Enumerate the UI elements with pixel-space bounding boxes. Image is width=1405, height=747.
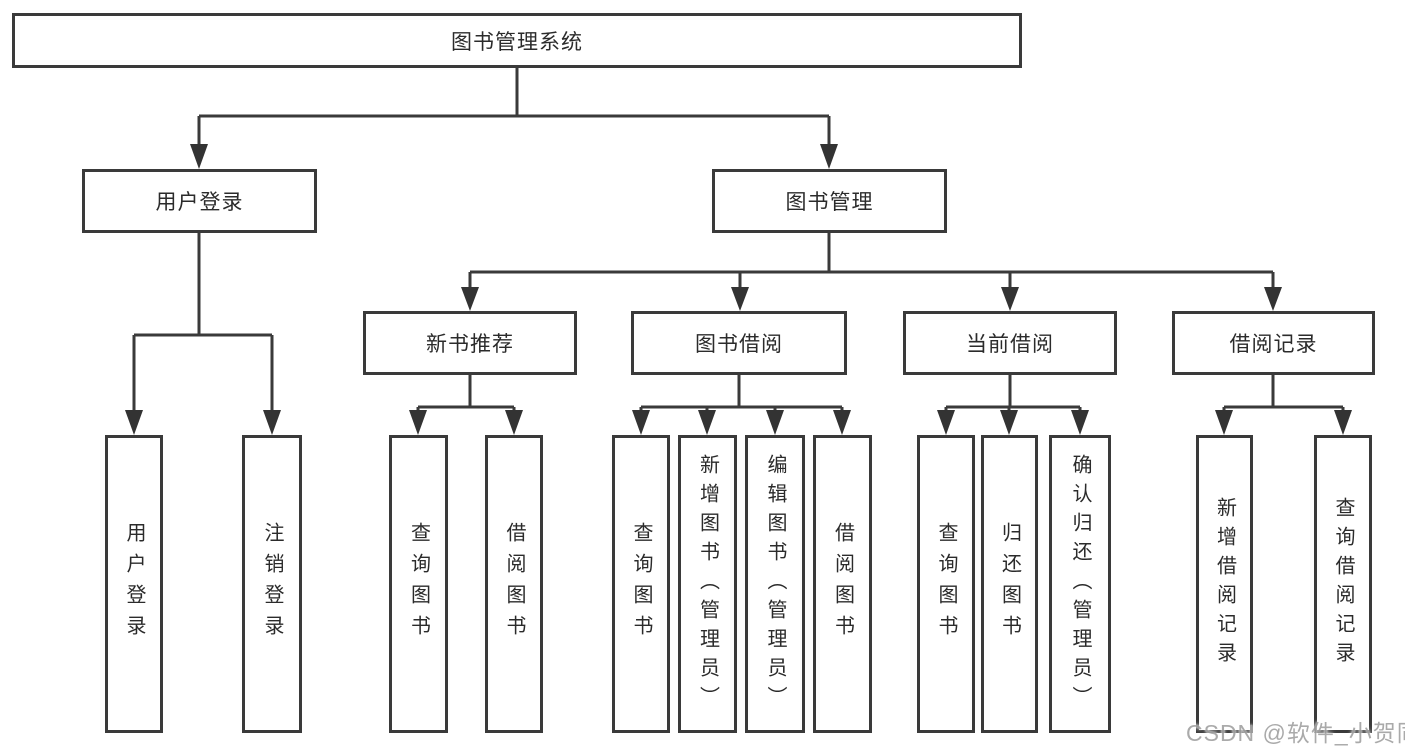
leaf-label: 归还图书 bbox=[998, 522, 1021, 646]
arrow-down-icon bbox=[190, 144, 208, 169]
leaf-return-books: 归还图书 bbox=[981, 435, 1038, 733]
arrow-down-icon bbox=[1264, 287, 1282, 311]
leaf-label: 查询借阅记录 bbox=[1332, 497, 1354, 671]
leaf-label: 借阅图书 bbox=[831, 522, 854, 646]
arrow-down-icon bbox=[937, 410, 955, 435]
leaf-logout: 注销登录 bbox=[242, 435, 302, 733]
arrow-down-icon bbox=[1000, 410, 1018, 435]
leaf-label: 查询图书 bbox=[935, 522, 957, 646]
arrowheads bbox=[125, 144, 1352, 435]
leaf-label: 注销登录 bbox=[261, 522, 283, 646]
node-label: 图书管理系统 bbox=[451, 30, 583, 54]
node-user-login: 用户登录 bbox=[82, 169, 317, 233]
arrow-down-icon bbox=[505, 410, 523, 435]
leaf-query-books-current: 查询图书 bbox=[917, 435, 975, 733]
arrow-down-icon bbox=[409, 410, 427, 435]
leaf-label: 用户登录 bbox=[123, 522, 145, 646]
arrow-down-icon bbox=[820, 144, 838, 169]
node-current-borrow: 当前借阅 bbox=[903, 311, 1117, 375]
arrow-down-icon bbox=[1334, 410, 1352, 435]
leaf-query-borrow-record: 查询借阅记录 bbox=[1314, 435, 1372, 733]
node-book-management: 图书管理 bbox=[712, 169, 947, 233]
leaf-confirm-return-admin: 确认归还（管理员） bbox=[1049, 435, 1111, 733]
leaf-add-borrow-record: 新增借阅记录 bbox=[1196, 435, 1253, 733]
leaf-add-books-admin: 新增图书（管理员） bbox=[678, 435, 737, 733]
node-label: 借阅记录 bbox=[1229, 333, 1318, 356]
node-label: 新书推荐 bbox=[426, 333, 514, 356]
arrow-down-icon bbox=[833, 410, 851, 435]
leaf-label: 确认归还（管理员） bbox=[1069, 453, 1091, 715]
arrow-down-icon bbox=[125, 410, 143, 435]
leaf-user-login: 用户登录 bbox=[105, 435, 163, 733]
arrow-down-icon bbox=[1071, 410, 1089, 435]
leaf-edit-books-admin: 编辑图书（管理员） bbox=[745, 435, 805, 733]
leaf-label: 查询图书 bbox=[407, 522, 430, 646]
node-label: 用户登录 bbox=[155, 191, 244, 214]
arrow-down-icon bbox=[632, 410, 650, 435]
arrow-down-icon bbox=[1001, 287, 1019, 311]
leaf-label: 借阅图书 bbox=[503, 522, 525, 646]
node-label: 当前借阅 bbox=[966, 333, 1054, 356]
arrow-down-icon bbox=[698, 410, 716, 435]
arrow-down-icon bbox=[1215, 410, 1233, 435]
arrow-down-icon bbox=[766, 410, 784, 435]
leaf-label: 查询图书 bbox=[630, 522, 652, 646]
node-label: 图书管理 bbox=[785, 191, 874, 214]
node-book-borrow: 图书借阅 bbox=[631, 311, 847, 375]
leaf-label: 编辑图书（管理员） bbox=[764, 453, 786, 715]
arrow-down-icon bbox=[731, 287, 749, 311]
arrow-down-icon bbox=[263, 410, 281, 435]
node-borrow-records: 借阅记录 bbox=[1172, 311, 1375, 375]
leaf-query-books-recommend: 查询图书 bbox=[389, 435, 448, 733]
leaf-query-books: 查询图书 bbox=[612, 435, 670, 733]
node-new-book-recommend: 新书推荐 bbox=[363, 311, 577, 375]
leaf-label: 新增借阅记录 bbox=[1213, 497, 1236, 671]
arrow-down-icon bbox=[461, 287, 479, 311]
leaf-borrow-books-recommend: 借阅图书 bbox=[485, 435, 543, 733]
leaf-label: 新增图书（管理员） bbox=[696, 453, 719, 715]
leaf-borrow-books: 借阅图书 bbox=[813, 435, 872, 733]
node-label: 图书借阅 bbox=[695, 333, 783, 356]
csdn-watermark: CSDN @软件_小贺同学 bbox=[1186, 720, 1405, 746]
node-library-management-system: 图书管理系统 bbox=[12, 13, 1022, 68]
